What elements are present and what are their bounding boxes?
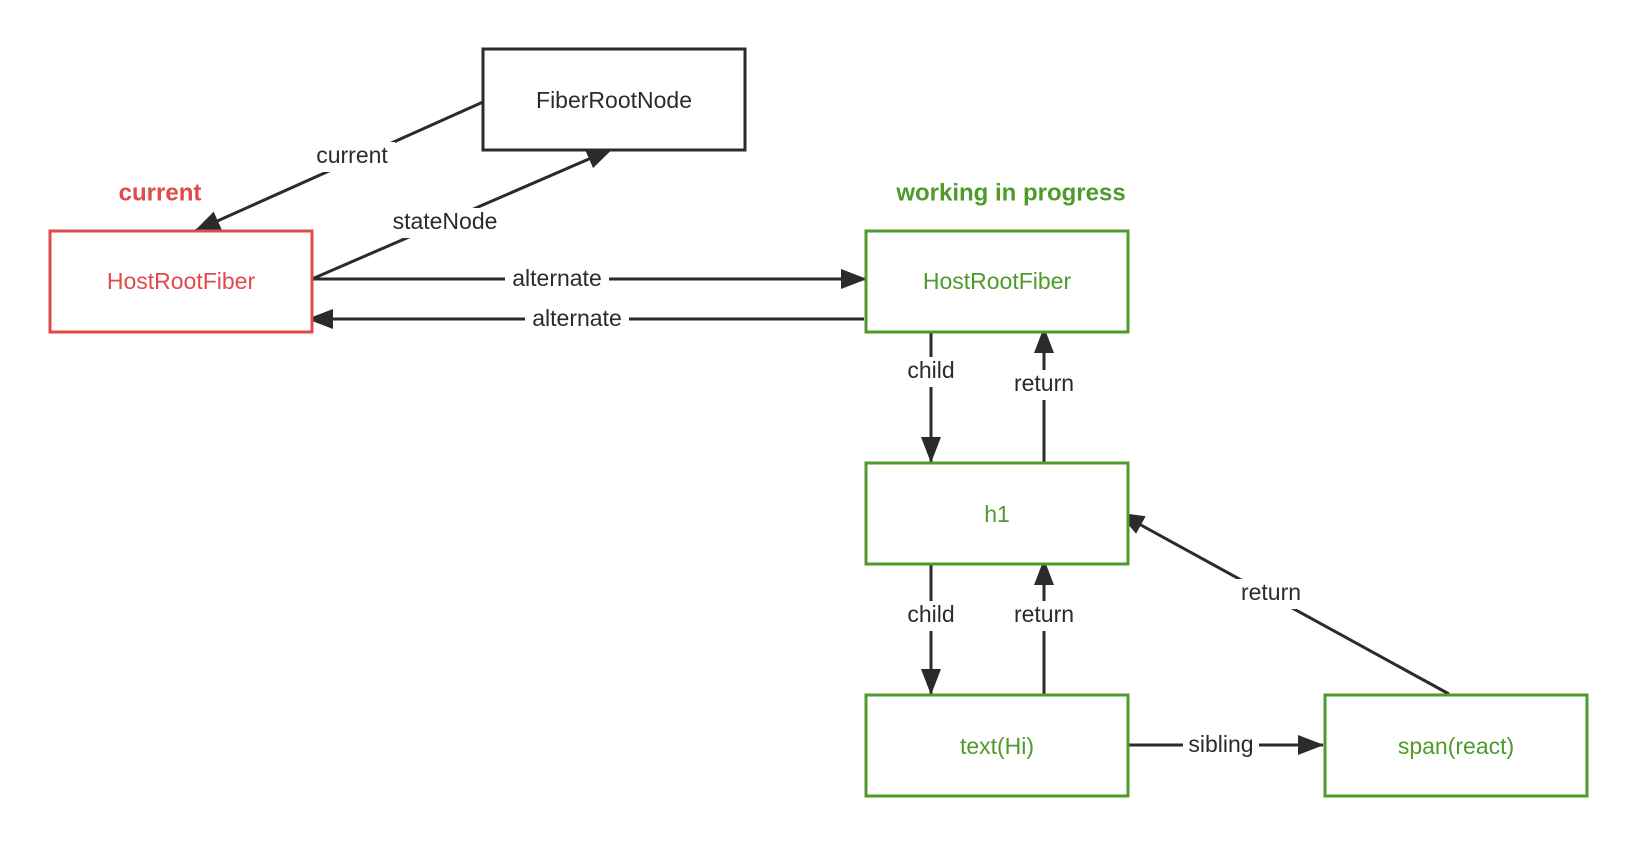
- edge-alternate-to-wip: alternate: [312, 265, 867, 293]
- node-text-hi: text(Hi): [864, 693, 1130, 798]
- node-h1: h1: [864, 461, 1130, 566]
- edge-label-root-child: child: [907, 357, 954, 383]
- edge-text-return: return: [1006, 559, 1082, 694]
- edge-h1-return: return: [1006, 327, 1082, 462]
- edge-label-state-node: stateNode: [393, 208, 498, 234]
- edge-label-h1-child: child: [907, 601, 954, 627]
- node-label-h1: h1: [984, 501, 1010, 527]
- edge-state-node: stateNode: [311, 147, 613, 281]
- heading-wip: working in progress: [895, 179, 1125, 206]
- edge-label-alternate-to-wip: alternate: [512, 265, 602, 291]
- node-label-fiber-root: FiberRootNode: [536, 87, 692, 113]
- edge-alternate-to-current: alternate: [307, 305, 864, 333]
- node-current-root: HostRootFiber: [48, 229, 314, 334]
- node-wip-root: HostRootFiber: [864, 229, 1130, 334]
- node-label-span-react: span(react): [1398, 733, 1514, 759]
- edge-label-sibling: sibling: [1188, 731, 1253, 757]
- node-fiber-root: FiberRootNode: [481, 47, 747, 152]
- node-label-current-root: HostRootFiber: [107, 268, 256, 294]
- node-label-text-hi: text(Hi): [960, 733, 1034, 759]
- edge-label-span-return: return: [1241, 579, 1301, 605]
- edge-root-child: child: [901, 333, 961, 463]
- edge-label-h1-return: return: [1014, 370, 1074, 396]
- edge-current: current: [194, 100, 484, 233]
- edge-sibling: sibling: [1126, 731, 1324, 759]
- node-span-react: span(react): [1323, 693, 1589, 798]
- heading-current: current: [119, 179, 202, 206]
- edge-span-return: return: [1118, 511, 1450, 696]
- edge-label-alternate-to-current: alternate: [532, 305, 622, 331]
- edge-label-current: current: [316, 142, 388, 168]
- edge-h1-child: child: [901, 564, 961, 695]
- node-label-wip-root: HostRootFiber: [923, 268, 1072, 294]
- edge-label-text-return: return: [1014, 601, 1074, 627]
